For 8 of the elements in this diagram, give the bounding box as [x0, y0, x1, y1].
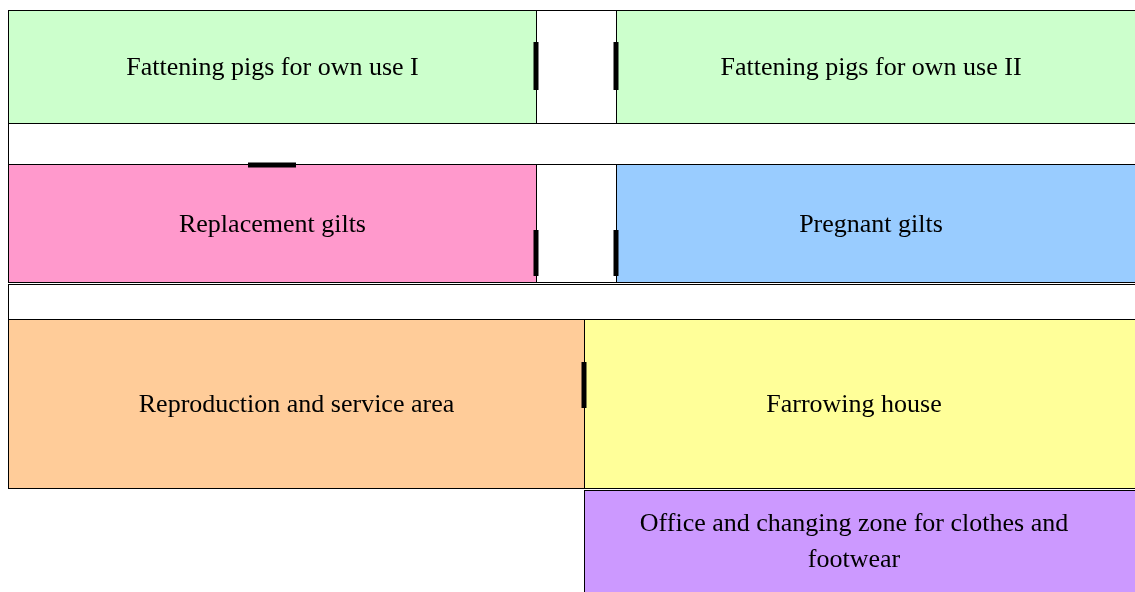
room-label: Office and changing zone for clothes and footwear	[638, 507, 1070, 575]
room-label: Replacement gilts	[179, 207, 366, 240]
room-label: Reproduction and service area	[138, 388, 455, 420]
corridor	[8, 284, 1135, 320]
room-label: Pregnant gilts	[799, 207, 943, 240]
room-label: Farrowing house	[766, 388, 942, 420]
room-label: Fattening pigs for own use I	[126, 51, 419, 83]
room-label: Fattening pigs for own use II	[720, 51, 1022, 83]
